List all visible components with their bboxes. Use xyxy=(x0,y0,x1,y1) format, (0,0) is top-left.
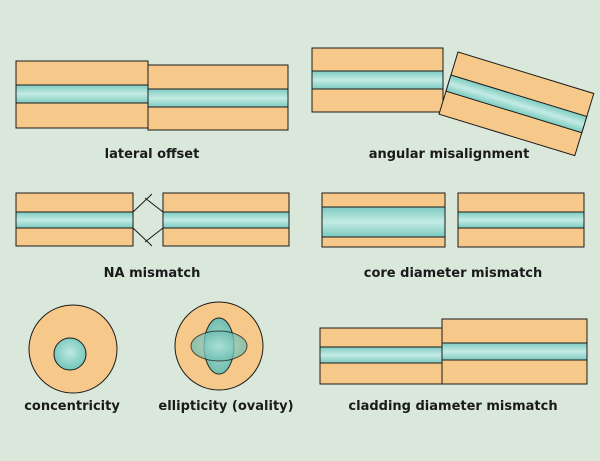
fiber-left-large-core xyxy=(321,192,446,248)
acceptance-cone-lines xyxy=(132,193,164,247)
fiber-right-tilted xyxy=(438,51,595,157)
core-diameter-mismatch-label: core diameter mismatch xyxy=(363,266,543,281)
fiber-right xyxy=(147,64,289,131)
ellipticity-label: ellipticity (ovality) xyxy=(158,399,294,414)
na-mismatch-label: NA mismatch xyxy=(103,266,201,281)
fiber-right-small-core xyxy=(457,192,585,248)
lateral-offset-illustration xyxy=(15,60,289,131)
fiber-left xyxy=(15,192,134,247)
fiber-right-large-cladding xyxy=(441,318,588,385)
core-diameter-mismatch-illustration xyxy=(321,192,585,248)
fiber-left-small-cladding xyxy=(319,327,443,385)
cladding-diameter-mismatch-illustration xyxy=(319,318,588,385)
fiber-right xyxy=(162,192,290,247)
cladding-diameter-mismatch-label: cladding diameter mismatch xyxy=(348,399,558,414)
angular-misalignment-label: angular misalignment xyxy=(368,147,530,162)
horizontal-core-ellipse xyxy=(190,330,248,362)
concentricity-illustration xyxy=(28,304,118,394)
concentricity-label: concentricity xyxy=(24,399,120,414)
angular-misalignment-illustration xyxy=(311,47,595,157)
fiber-left xyxy=(15,60,149,129)
na-mismatch-illustration xyxy=(15,192,290,247)
fiber-left xyxy=(311,47,444,113)
ellipticity-illustration xyxy=(174,301,264,391)
lateral-offset-label: lateral offset xyxy=(104,147,200,162)
offset-core-cross-section xyxy=(53,337,87,371)
